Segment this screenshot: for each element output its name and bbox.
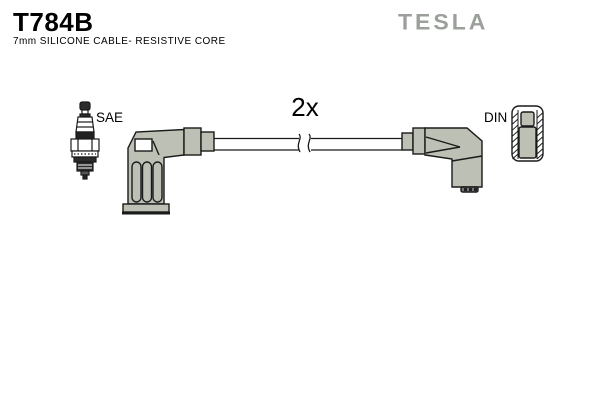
spark-plug-icon [70,101,100,180]
cable-crimp [183,127,202,156]
brand-logo: TESLA [398,9,489,35]
cable-crimp [412,127,426,155]
left-boot-icon [122,127,215,215]
cable-icon [214,133,402,153]
part-number: T784B [13,7,94,37]
right-boot-icon [401,127,483,193]
quantity-label: 2x [291,92,318,122]
din-label: DIN [484,110,507,125]
cable-break-icon [307,133,311,153]
knurl-hatch [512,112,543,160]
cable-crimp [200,131,215,152]
cable-crimp [401,132,414,151]
product-subtitle: 7mm SILICONE CABLE- RESISTIVE CORE [13,36,226,47]
sae-label: SAE [96,110,123,125]
cable-break-icon [297,133,301,153]
boot-window [134,138,153,152]
din-terminal-icon [511,105,544,162]
